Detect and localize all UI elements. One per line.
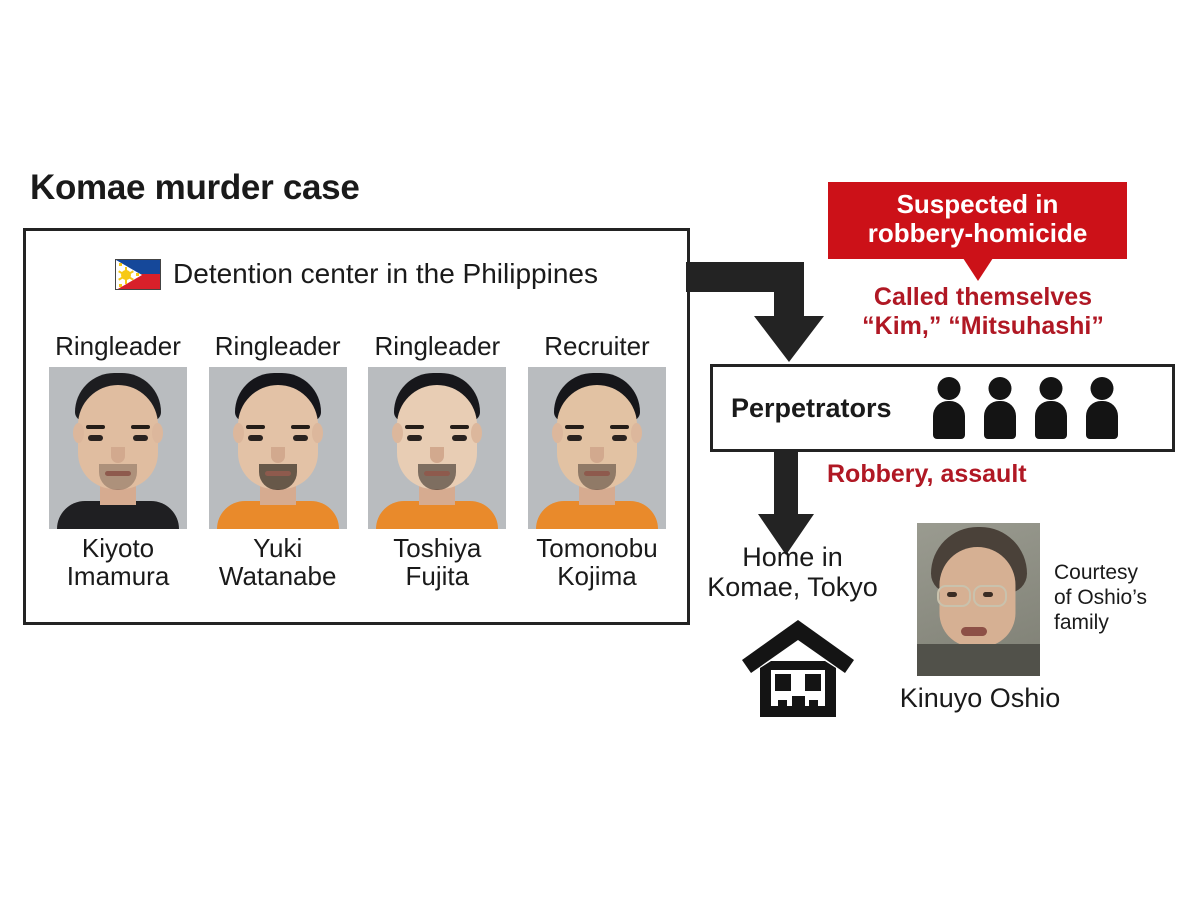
credit-line-3: family xyxy=(1054,611,1109,635)
mugshot-tomonobu-kojima xyxy=(527,367,666,529)
callout-tail xyxy=(961,255,995,281)
house-icon xyxy=(742,620,854,717)
suspect-role: Ringleader xyxy=(374,331,501,361)
person-silhouette-icon xyxy=(1085,377,1119,439)
suspect-given-name: Kiyoto xyxy=(81,533,155,563)
suspect-family-name: Watanabe xyxy=(218,560,337,591)
suspect-family-name: Imamura xyxy=(66,560,170,591)
suspect-role: Recruiter xyxy=(544,331,650,361)
home-location-label: Home in Komae, Tokyo xyxy=(700,542,885,602)
home-line-1: Home in xyxy=(742,542,843,572)
called-themselves-note: Called themselves “Kim,” “Mitsuhashi” xyxy=(828,283,1138,340)
person-silhouette-icon xyxy=(983,377,1017,439)
elbow-arrow-icon xyxy=(686,262,824,362)
suspect-card: Ringleader Toshiya Fujita xyxy=(361,331,513,590)
suspect-name: Toshiya Fujita xyxy=(361,533,513,591)
suspected-line-1: Suspected in xyxy=(896,189,1059,219)
mugshot-kiyoto-imamura xyxy=(49,367,187,529)
page-title: Komae murder case xyxy=(30,168,360,207)
person-silhouette-icon xyxy=(932,377,966,439)
perpetrators-box: Perpetrators xyxy=(710,364,1175,452)
mugshot-yuki-watanabe xyxy=(208,367,347,529)
suspected-line-2: robbery-homicide xyxy=(867,218,1088,249)
suspect-card: Recruiter Tomonobu Kojima xyxy=(521,331,673,590)
suspect-given-name: Toshiya xyxy=(393,533,482,563)
called-line-1: Called themselves xyxy=(873,283,1093,311)
robbery-assault-label: Robbery, assault xyxy=(827,460,1027,488)
person-silhouette-icon xyxy=(1034,377,1068,439)
suspect-role: Ringleader xyxy=(55,331,181,361)
suspect-name: Yuki Watanabe xyxy=(202,533,354,591)
credit-line-2: of Oshio’s xyxy=(1054,586,1147,610)
suspect-given-name: Yuki xyxy=(253,533,303,563)
suspect-given-name: Tomonobu xyxy=(536,533,658,563)
suspect-card: Ringleader Yuki Watanabe xyxy=(202,331,354,590)
photo-kinuyo-oshio xyxy=(917,523,1040,676)
home-line-2: Komae, Tokyo xyxy=(707,571,878,602)
detention-center-label: Detention center in the Philippines xyxy=(173,258,598,289)
suspect-grid: Ringleader Kiyoto Imamura xyxy=(42,331,673,590)
suspect-card: Ringleader Kiyoto Imamura xyxy=(42,331,194,590)
suspect-family-name: Fujita xyxy=(405,560,470,591)
perpetrators-label: Perpetrators xyxy=(731,392,892,423)
suspect-name: Tomonobu Kojima xyxy=(521,533,673,591)
photo-credit: Courtesy of Oshio’s family xyxy=(1054,560,1147,636)
suspected-callout: Suspected in robbery-homicide xyxy=(828,182,1127,259)
mugshot-toshiya-fujita xyxy=(368,367,507,529)
called-line-2: “Kim,” “Mitsuhashi” xyxy=(862,311,1104,340)
detention-center-panel: Detention center in the Philippines Ring… xyxy=(23,228,690,625)
credit-line-1: Courtesy xyxy=(1054,561,1139,584)
down-arrow-icon xyxy=(758,452,814,555)
suspect-role: Ringleader xyxy=(214,331,341,361)
suspect-name: Kiyoto Imamura xyxy=(42,533,194,591)
detention-center-header: Detention center in the Philippines xyxy=(26,258,687,290)
perpetrator-figure-group xyxy=(932,377,1119,439)
victim-name: Kinuyo Oshio xyxy=(899,683,1061,713)
philippines-flag-icon xyxy=(115,258,162,290)
suspect-family-name: Kojima xyxy=(557,560,637,591)
